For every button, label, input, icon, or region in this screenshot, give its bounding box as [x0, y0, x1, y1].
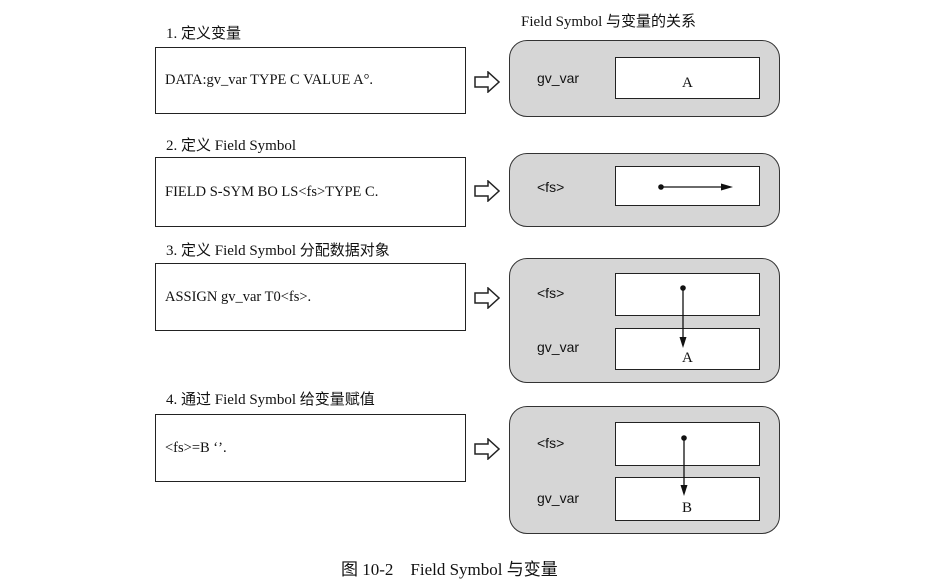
- step-4-title: 4. 通过 Field Symbol 给变量赋值: [166, 392, 375, 408]
- field-symbol-panel: <fs>: [509, 153, 780, 227]
- field-symbol-cell: [615, 422, 760, 466]
- variable-cell: B: [615, 477, 760, 521]
- step-1-code: DATA:gv_var TYPE C VALUE A°.: [165, 72, 374, 88]
- value-assign-panel: <fs> gv_var B: [509, 406, 780, 534]
- figure-caption: 图 10-2 Field Symbol 与变量: [341, 560, 558, 579]
- variable-value: A: [682, 75, 693, 91]
- pointer-arrow-icon: [679, 285, 687, 348]
- step-2-title: 2. 定义 Field Symbol: [166, 138, 297, 154]
- right-arrow-icon: [474, 71, 500, 93]
- field-symbol-cell: [615, 273, 760, 316]
- variable-cell: A: [615, 328, 760, 370]
- step-1-title: 1. 定义变量: [166, 26, 242, 42]
- assign-panel: <fs> gv_var A: [509, 258, 780, 383]
- pointer-arrow-icon: [680, 435, 688, 496]
- step-3-code-box: ASSIGN gv_var T0<fs>.: [155, 263, 466, 331]
- step-3-code: ASSIGN gv_var T0<fs>.: [165, 288, 312, 305]
- step-1-code-box: DATA:gv_var TYPE C VALUE A°.: [155, 47, 466, 114]
- step-2-code: FIELD S-SYM BO LS<fs>TYPE C.: [165, 183, 379, 200]
- step-4-code: <fs>=B ‘’.: [165, 439, 227, 456]
- variable-panel: gv_var A: [509, 40, 780, 117]
- right-arrow-icon: [474, 287, 500, 309]
- right-arrow-icon: [474, 438, 500, 460]
- step-2-code-box: FIELD S-SYM BO LS<fs>TYPE C.: [155, 157, 466, 227]
- variable-value: B: [682, 500, 693, 516]
- field-symbol-label: <fs>: [537, 285, 565, 301]
- right-arrow-icon: [474, 180, 500, 202]
- variable-label: gv_var: [537, 490, 580, 506]
- step-3-title: 3. 定义 Field Symbol 分配数据对象: [166, 243, 390, 259]
- pointer-arrow-icon: [658, 183, 733, 191]
- variable-label: gv_var: [537, 70, 580, 86]
- field-symbol-label: <fs>: [537, 435, 565, 451]
- field-symbol-cell: [615, 166, 760, 206]
- variable-value: A: [682, 350, 693, 366]
- field-symbol-label: <fs>: [537, 179, 565, 195]
- relation-title: Field Symbol 与变量的关系: [521, 14, 697, 30]
- variable-cell: A: [615, 57, 760, 99]
- variable-label: gv_var: [537, 339, 580, 355]
- step-4-code-box: <fs>=B ‘’.: [155, 414, 466, 482]
